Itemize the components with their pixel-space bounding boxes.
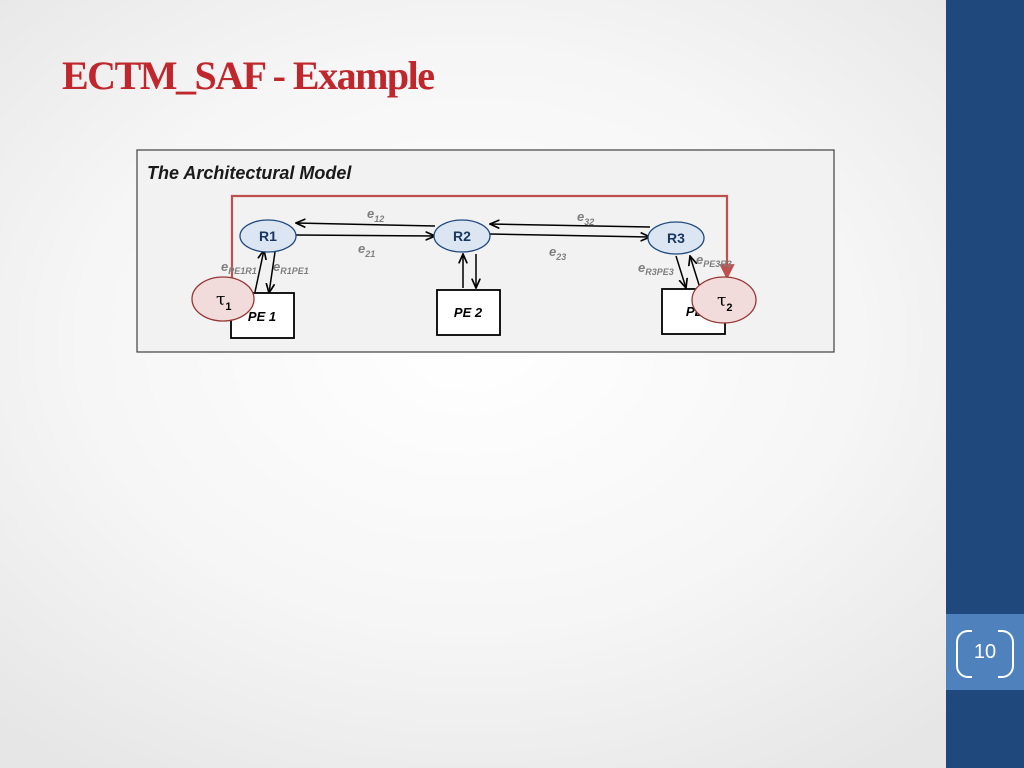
edge-label-epe3r3: ePE3R3 — [696, 252, 732, 269]
svg-text:ePE1R1: ePE1R1 — [221, 259, 257, 276]
architectural-model-diagram: The Architectural Model R1 R2 R3 PE 1 PE… — [136, 149, 835, 353]
svg-text:R2: R2 — [453, 228, 471, 244]
svg-text:eR1PE1: eR1PE1 — [273, 259, 309, 276]
svg-text:τ1: τ1 — [216, 290, 232, 313]
task-tau1: τ1 — [191, 276, 255, 322]
slide-title: ECTM_SAF - Example — [62, 53, 435, 98]
svg-text:e21: e21 — [358, 241, 375, 259]
router-r3: R3 — [647, 221, 705, 255]
edge-label-er3pe3: eR3PE3 — [638, 260, 674, 277]
link-r2-r3 — [489, 234, 650, 237]
link-r1-pe1 — [269, 251, 276, 293]
router-r2: R2 — [433, 219, 491, 253]
communication-path — [230, 194, 735, 282]
svg-text:PE 1: PE 1 — [248, 309, 276, 324]
link-r1-r2 — [295, 235, 435, 236]
link-r2-r1 — [296, 223, 436, 226]
svg-text:R3: R3 — [667, 230, 685, 246]
svg-text:PE 2: PE 2 — [454, 305, 483, 320]
edge-label-e21: e21 — [358, 241, 375, 259]
edge-label-e23: e23 — [549, 244, 566, 262]
processing-element-pe2: PE 2 — [436, 289, 501, 336]
svg-text:e32: e32 — [577, 209, 594, 227]
svg-text:e12: e12 — [367, 206, 384, 224]
link-pe1-r1 — [254, 250, 264, 293]
page-number: 10 — [973, 641, 997, 663]
link-pe3-r3 — [690, 256, 701, 289]
link-r3-pe3 — [675, 255, 686, 288]
edge-label-er1pe1: eR1PE1 — [273, 259, 309, 276]
panel-title: The Architectural Model — [147, 163, 352, 183]
edge-label-e32: e32 — [577, 209, 594, 227]
task-tau2: τ2 — [691, 276, 757, 324]
router-r1: R1 — [239, 219, 297, 253]
left-bracket-icon — [956, 630, 972, 678]
edge-label-e12: e12 — [367, 206, 384, 224]
page-number-badge: 10 — [946, 614, 1024, 690]
svg-text:ePE3R3: ePE3R3 — [696, 252, 732, 269]
right-bracket-icon — [998, 630, 1014, 678]
svg-text:R1: R1 — [259, 228, 277, 244]
svg-text:e23: e23 — [549, 244, 566, 262]
edge-label-epe1r1: ePE1R1 — [221, 259, 257, 276]
svg-text:τ2: τ2 — [717, 291, 733, 314]
link-r3-r2 — [490, 224, 651, 227]
svg-text:eR3PE3: eR3PE3 — [638, 260, 674, 277]
